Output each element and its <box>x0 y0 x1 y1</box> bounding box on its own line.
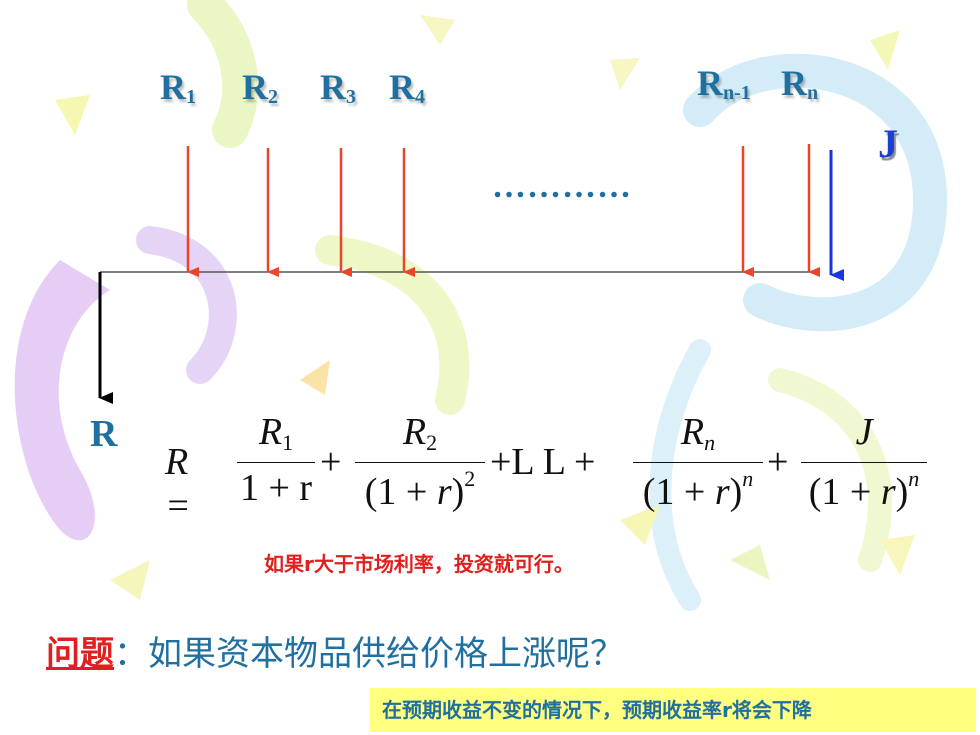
question-key: 问题 <box>46 634 114 674</box>
fraction-bar <box>237 462 315 463</box>
term-2-den-var: r <box>436 471 452 513</box>
term-n-numerator: R <box>680 411 705 453</box>
formula-lhs: R = <box>165 441 191 527</box>
term-2-numerator: R <box>402 411 427 453</box>
label-rn-sub: n <box>807 82 819 104</box>
label-r4-sub: 4 <box>415 86 425 108</box>
label-r4-base: R <box>389 67 415 107</box>
question-text: 如果资本物品供给价格上涨呢？ <box>148 634 624 674</box>
term-1-numerator: R <box>258 411 283 453</box>
term-j-den-open: (1 + <box>808 471 881 513</box>
term-n-den-close: ) <box>729 471 743 513</box>
label-r4: R4 <box>389 66 425 109</box>
label-rn-1-sub: n-1 <box>723 82 751 104</box>
label-rn-1-base: R <box>697 63 723 103</box>
formula-ellipsis: +L L + <box>490 441 596 483</box>
label-r1-base: R <box>160 67 186 107</box>
term-n-den-open: (1 + <box>642 471 715 513</box>
term-n-den-var: r <box>714 471 730 513</box>
fraction-bar <box>633 462 763 463</box>
label-rn-base: R <box>781 63 807 103</box>
question-separator: ： <box>114 634 148 674</box>
term-2-den-open: (1 + <box>364 471 437 513</box>
term-2-numerator-sub: 2 <box>426 430 438 455</box>
label-r3: R3 <box>320 66 356 109</box>
answer-box: 在预期收益不变的情况下，预期收益率r将会下降 <box>370 688 976 732</box>
term-j-den-close: ) <box>895 471 909 513</box>
formula-term-n: Rn (1 + r)n <box>633 410 763 525</box>
fraction-bar <box>355 462 485 463</box>
label-r: R <box>90 413 118 455</box>
formula-term-2: R2 (1 + r)2 <box>355 410 485 525</box>
formula-term-j: J (1 + r)n <box>801 410 927 525</box>
plus-sign: + <box>767 441 789 483</box>
term-2-den-close: ) <box>451 471 465 513</box>
label-rn-1: Rn-1 <box>697 62 751 105</box>
feasibility-note: 如果r大于市场利率，投资就可行。 <box>264 552 574 576</box>
label-r2: R2 <box>242 66 278 109</box>
term-n-numerator-sub: n <box>704 430 716 455</box>
label-rn: Rn <box>781 62 818 105</box>
question-line: 问题：如果资本物品供给价格上涨呢？ <box>46 626 624 675</box>
label-r3-sub: 3 <box>346 86 356 108</box>
plus-sign: + <box>320 441 342 483</box>
label-r2-sub: 2 <box>268 86 278 108</box>
label-r2-base: R <box>242 67 268 107</box>
term-j-numerator: J <box>855 411 873 453</box>
term-1-denominator: 1 + r <box>239 467 313 509</box>
fraction-bar <box>801 462 927 463</box>
term-2-den-exp: 2 <box>464 466 476 491</box>
label-j: J <box>878 121 898 166</box>
ellipsis-dots: ………… <box>492 168 632 205</box>
formula-term-1: R1 1 + r <box>237 410 315 525</box>
term-1-numerator-sub: 1 <box>282 430 294 455</box>
label-r1: R1 <box>160 66 196 109</box>
term-n-den-exp: n <box>742 466 754 491</box>
label-r1-sub: 1 <box>186 86 196 108</box>
label-r3-base: R <box>320 67 346 107</box>
term-j-den-var: r <box>880 471 896 513</box>
term-j-den-exp: n <box>908 466 920 491</box>
